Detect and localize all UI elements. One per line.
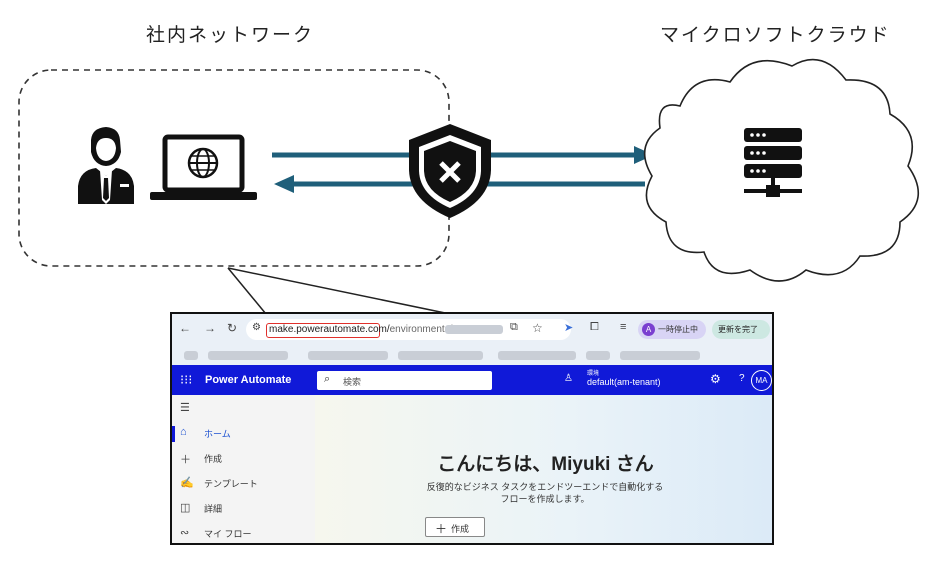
url-blurred: [445, 325, 503, 334]
bookmark-blurred[interactable]: [308, 351, 388, 360]
create-button-label: 作成: [451, 524, 470, 534]
hamburger-icon: ☰: [180, 402, 190, 414]
nav-item-learn[interactable]: ◫ 詳細: [172, 498, 315, 520]
power-automate-header: ⁝⁝⁝ Power Automate ⌕ 検索 ♙ 環境 default(am-…: [172, 365, 772, 395]
internal-network-boundary: [18, 69, 450, 267]
translate-icon[interactable]: ⧉: [510, 321, 518, 333]
nav-collapse-toggle[interactable]: ☰: [172, 398, 315, 420]
nav-item-home[interactable]: ⌂ ホーム: [172, 423, 315, 445]
profile-avatar: A: [642, 323, 655, 336]
laptop-globe-icon: [150, 134, 257, 200]
search-placeholder: 検索: [343, 377, 362, 387]
paused-label: 一時停止中: [658, 325, 698, 334]
update-label: 更新を完了: [718, 325, 758, 334]
forward-icon[interactable]: →: [204, 321, 216, 335]
greeting-subtext: 反復的なビジネス タスクをエンドツーエンドで自動化するフローを作成します。: [426, 482, 664, 504]
nav-item-my-flows[interactable]: ∾ マイ フロー: [172, 523, 315, 543]
environment-label: 環境: [587, 371, 600, 377]
plus-icon: ＋: [180, 454, 191, 466]
home-content: こんにちは、Miyuki さん 反復的なビジネス タスクをエンドツーエンドで自動…: [315, 395, 772, 543]
nav-label: 作成: [204, 454, 223, 464]
bookmark-blurred[interactable]: [586, 351, 610, 360]
callout-line-right: [227, 267, 451, 315]
extension-icon[interactable]: ➤: [564, 322, 574, 334]
address-bar[interactable]: [246, 319, 571, 340]
nav-label: テンプレート: [204, 479, 258, 489]
nav-label: ホーム: [204, 429, 231, 439]
bookmark-star-icon[interactable]: ☆: [532, 321, 543, 335]
back-icon[interactable]: ←: [179, 321, 191, 335]
callout-line-left: [227, 267, 267, 315]
help-icon[interactable]: ?: [739, 373, 745, 384]
search-icon: ⌕: [324, 373, 331, 385]
bookmark-blurred[interactable]: [184, 351, 198, 360]
bookmark-blurred[interactable]: [208, 351, 288, 360]
url-domain: make.powerautomate.com/: [269, 324, 390, 335]
create-button[interactable]: ＋ 作成: [425, 517, 485, 537]
app-launcher-icon[interactable]: ⁝⁝⁝: [180, 372, 193, 387]
extensions-puzzle-icon[interactable]: ⧠: [590, 321, 599, 333]
app-title[interactable]: Power Automate: [205, 374, 292, 386]
profile-paused-chip[interactable]: A 一時停止中: [638, 320, 706, 339]
nav-label: 詳細: [204, 504, 223, 514]
left-nav: ☰ ⌂ ホーム ＋ 作成 ✍ テンプレート ◫ 詳細 ∾ マイ フロー: [172, 395, 316, 543]
url-text: make.powerautomate.com/environments/: [269, 324, 452, 335]
flow-icon: ∾: [180, 527, 190, 539]
update-button[interactable]: 更新を完了: [712, 320, 770, 339]
site-settings-icon[interactable]: ⚙: [252, 322, 261, 333]
url-highlight: [266, 323, 380, 338]
shield-x-icon: [409, 124, 491, 218]
environment-icon: ♙: [564, 373, 573, 384]
greeting-heading: こんにちは、Miyuki さん: [437, 454, 654, 475]
search-input[interactable]: ⌕ 検索: [317, 371, 492, 390]
book-icon: ◫: [180, 502, 191, 514]
bookmark-blurred[interactable]: [620, 351, 700, 360]
nav-label: マイ フロー: [204, 529, 252, 539]
settings-gear-icon[interactable]: ⚙: [710, 372, 721, 386]
microsoft-cloud-label: マイクロソフトクラウド: [660, 24, 891, 46]
reload-icon[interactable]: ↻: [227, 321, 238, 335]
url-path: environments/: [389, 324, 453, 335]
nav-item-create[interactable]: ＋ 作成: [172, 448, 315, 470]
user-icon: [78, 127, 134, 204]
reading-list-icon[interactable]: ≡: [620, 321, 627, 333]
home-icon: ⌂: [180, 426, 187, 438]
plus-icon: ＋: [435, 522, 448, 536]
template-icon: ✍: [180, 477, 194, 489]
bookmark-blurred[interactable]: [498, 351, 576, 360]
server-icon: [744, 128, 802, 197]
browser-toolbar: ← → ↻ ⚙ make.powerautomate.com/environme…: [172, 314, 772, 345]
bookmark-blurred[interactable]: [398, 351, 483, 360]
environment-picker[interactable]: default(am-tenant): [587, 377, 661, 387]
active-indicator: [172, 426, 175, 442]
user-avatar[interactable]: MA: [751, 370, 772, 391]
bookmarks-bar: [172, 345, 772, 366]
nav-item-templates[interactable]: ✍ テンプレート: [172, 473, 315, 495]
power-automate-screenshot: ← → ↻ ⚙ make.powerautomate.com/environme…: [170, 312, 774, 545]
internal-network-label: 社内ネットワーク: [146, 24, 315, 46]
